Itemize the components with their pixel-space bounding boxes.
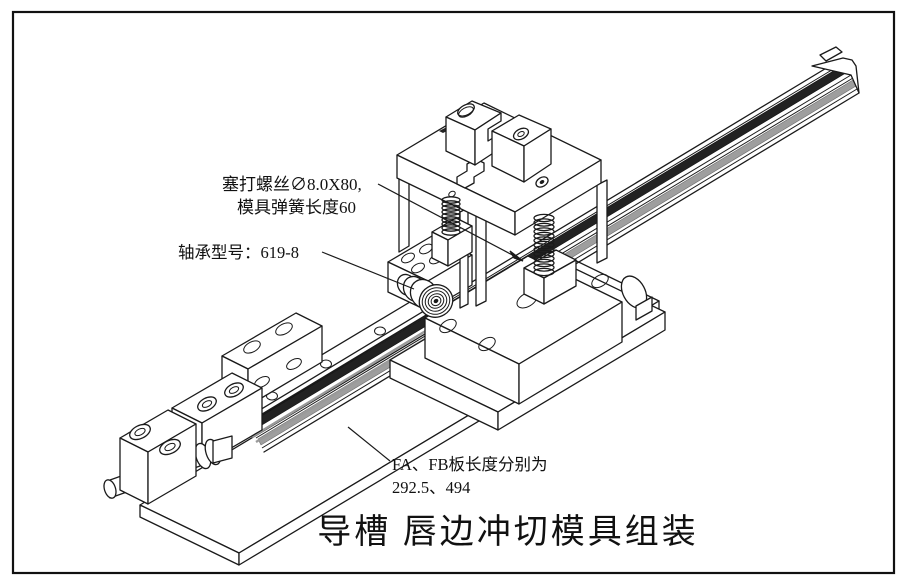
leader-plates (347, 426, 391, 462)
leader-lines (321, 183, 524, 462)
punch-slot (456, 158, 485, 189)
annotation-plates-line1: FA、FB板长度分别为 (392, 455, 548, 474)
annotation-plates-line2: 292.5、494 (392, 478, 470, 497)
clamp-block-right (491, 114, 552, 183)
rail-tip (811, 57, 860, 94)
annotation-bearing: 轴承型号：619-8 (178, 243, 299, 262)
bearing (396, 273, 454, 318)
annotation-screw-line1: 塞打螺丝∅8.0X80, (222, 175, 362, 194)
guide-block-a (119, 409, 197, 505)
leader-screw-arrowhead (509, 250, 524, 262)
annotation-screw-line2: 模具弹簧长度60 (237, 198, 356, 217)
drawing-title: 导槽 唇边冲切模具组装 (317, 513, 699, 551)
drawing-border (11, 10, 896, 575)
die-corner-block (635, 296, 653, 321)
spring-right (533, 213, 555, 277)
leader-screw (377, 183, 521, 260)
leader-bearing (321, 251, 415, 290)
rail-tip-notch (819, 46, 843, 62)
spring-left (441, 196, 461, 236)
